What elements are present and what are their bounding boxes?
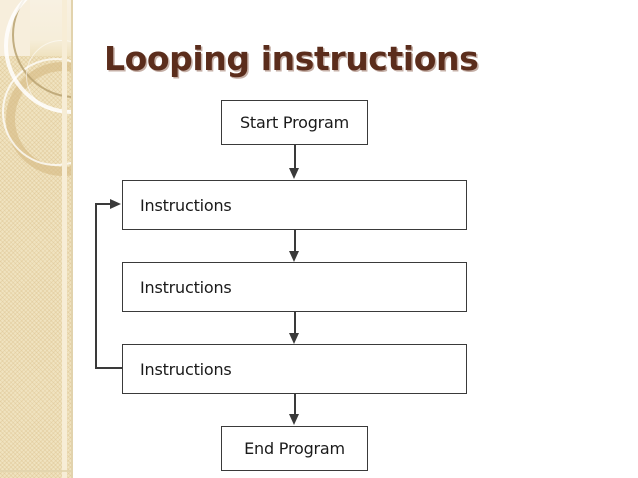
flow-node-instructions-3[interactable]: Instructions — [122, 344, 467, 394]
flow-node-instructions-2[interactable]: Instructions — [122, 262, 467, 312]
arrowhead-instructions-1-to-2-icon — [289, 251, 299, 262]
decorative-sidebar — [0, 0, 73, 478]
sidebar-bottom-line — [0, 470, 73, 472]
arrowhead-instructions-2-to-3-icon — [289, 333, 299, 344]
loopback-segment-bottom — [95, 367, 123, 369]
arrowhead-loopback-icon — [110, 198, 121, 209]
page-title: Looping instructions — [104, 39, 479, 78]
sidebar-stripe — [62, 0, 67, 478]
loopback-segment-vertical — [95, 204, 97, 369]
sidebar-edge — [71, 0, 73, 478]
connector-instructions-1-to-2 — [294, 230, 296, 253]
flow-node-end[interactable]: End Program — [221, 426, 368, 471]
connector-instructions-2-to-3 — [294, 312, 296, 335]
arrowhead-start-to-instructions-1-icon — [289, 168, 299, 179]
flow-node-instructions-1[interactable]: Instructions — [122, 180, 467, 230]
connector-instructions-3-to-end — [294, 394, 296, 416]
flow-node-start[interactable]: Start Program — [221, 100, 368, 145]
connector-start-to-instructions-1 — [294, 145, 296, 170]
arrowhead-instructions-3-to-end-icon — [289, 414, 299, 425]
loopback-segment-top — [95, 203, 111, 205]
